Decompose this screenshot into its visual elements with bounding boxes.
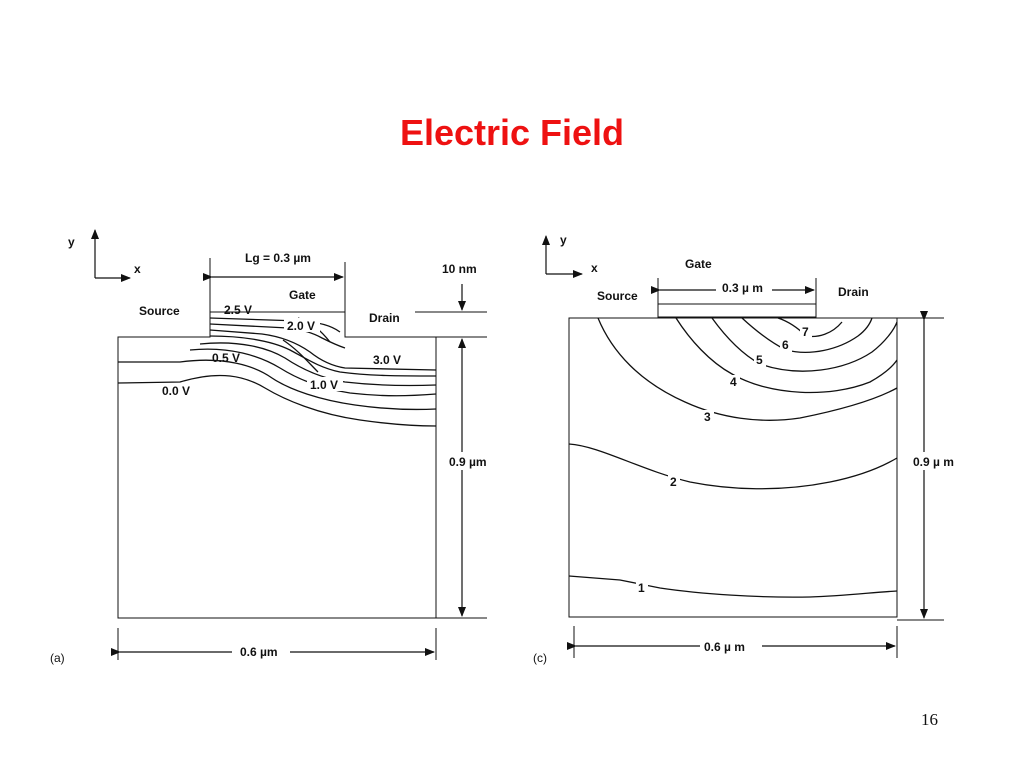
panel-a-contour-2-0v: 2.0 V bbox=[287, 319, 315, 333]
page-number: 16 bbox=[921, 710, 938, 729]
panel-a-device-outline bbox=[117, 311, 437, 619]
panel-a-axes-icon bbox=[91, 229, 131, 282]
slide-title: Electric Field bbox=[399, 112, 625, 153]
panel-a-contour-2-5v: 2.5 V bbox=[224, 303, 252, 317]
panel-c-contour-2: 2 bbox=[670, 475, 677, 489]
panel-c-drain-label: Drain bbox=[838, 285, 869, 299]
panel-c-contour-4: 4 bbox=[730, 375, 737, 389]
panel-c-contour-3: 3 bbox=[704, 410, 711, 424]
panel-a-contours bbox=[117, 317, 437, 427]
panel-c-axes-icon bbox=[542, 235, 583, 278]
panel-c-axis-y: y bbox=[560, 233, 567, 247]
panel-c-contours bbox=[568, 317, 898, 598]
panel-c-width-label: 0.6 µ m bbox=[704, 640, 745, 654]
panel-a-source-label: Source bbox=[139, 304, 180, 318]
panel-c-contour-5: 5 bbox=[756, 353, 763, 367]
panel-c-caption: (c) bbox=[533, 651, 547, 665]
panel-a-axis-x: x bbox=[134, 262, 141, 276]
panel-c-contour-7: 7 bbox=[802, 325, 809, 339]
panel-c-gate-block bbox=[657, 303, 817, 318]
panel-a-drain-label: Drain bbox=[369, 311, 400, 325]
panel-c-gate-length: 0.3 µ m bbox=[722, 281, 763, 295]
panel-c-device-outline bbox=[568, 317, 898, 618]
panel-c: y x 0.3 µ m Gate Source Drain 0.9 µ m 0.… bbox=[533, 233, 964, 665]
panel-a: y x Lg = 0.3 µm Source Gate Drain 10 nm … bbox=[50, 229, 488, 665]
panel-a-oxide-thickness: 10 nm bbox=[442, 262, 477, 276]
panel-c-axis-x: x bbox=[591, 261, 598, 275]
panel-a-contour-3-0v: 3.0 V bbox=[373, 353, 401, 367]
panel-a-gate-label: Gate bbox=[289, 288, 316, 302]
panel-c-contour-6: 6 bbox=[782, 338, 789, 352]
panel-a-depth-label: 0.9 µm bbox=[449, 455, 487, 469]
panel-a-contour-0-5v: 0.5 V bbox=[212, 351, 240, 365]
panel-a-contour-0-0v: 0.0 V bbox=[162, 384, 190, 398]
panel-c-depth-label: 0.9 µ m bbox=[913, 455, 954, 469]
panel-a-axis-y: y bbox=[68, 235, 75, 249]
panel-a-caption: (a) bbox=[50, 651, 65, 665]
panel-a-gate-length: Lg = 0.3 µm bbox=[245, 251, 311, 265]
panel-c-source-label: Source bbox=[597, 289, 638, 303]
panel-c-contour-1: 1 bbox=[638, 581, 645, 595]
panel-c-gate-label: Gate bbox=[685, 257, 712, 271]
panel-a-contour-1-0v: 1.0 V bbox=[310, 378, 338, 392]
panel-a-width-label: 0.6 µm bbox=[240, 645, 278, 659]
